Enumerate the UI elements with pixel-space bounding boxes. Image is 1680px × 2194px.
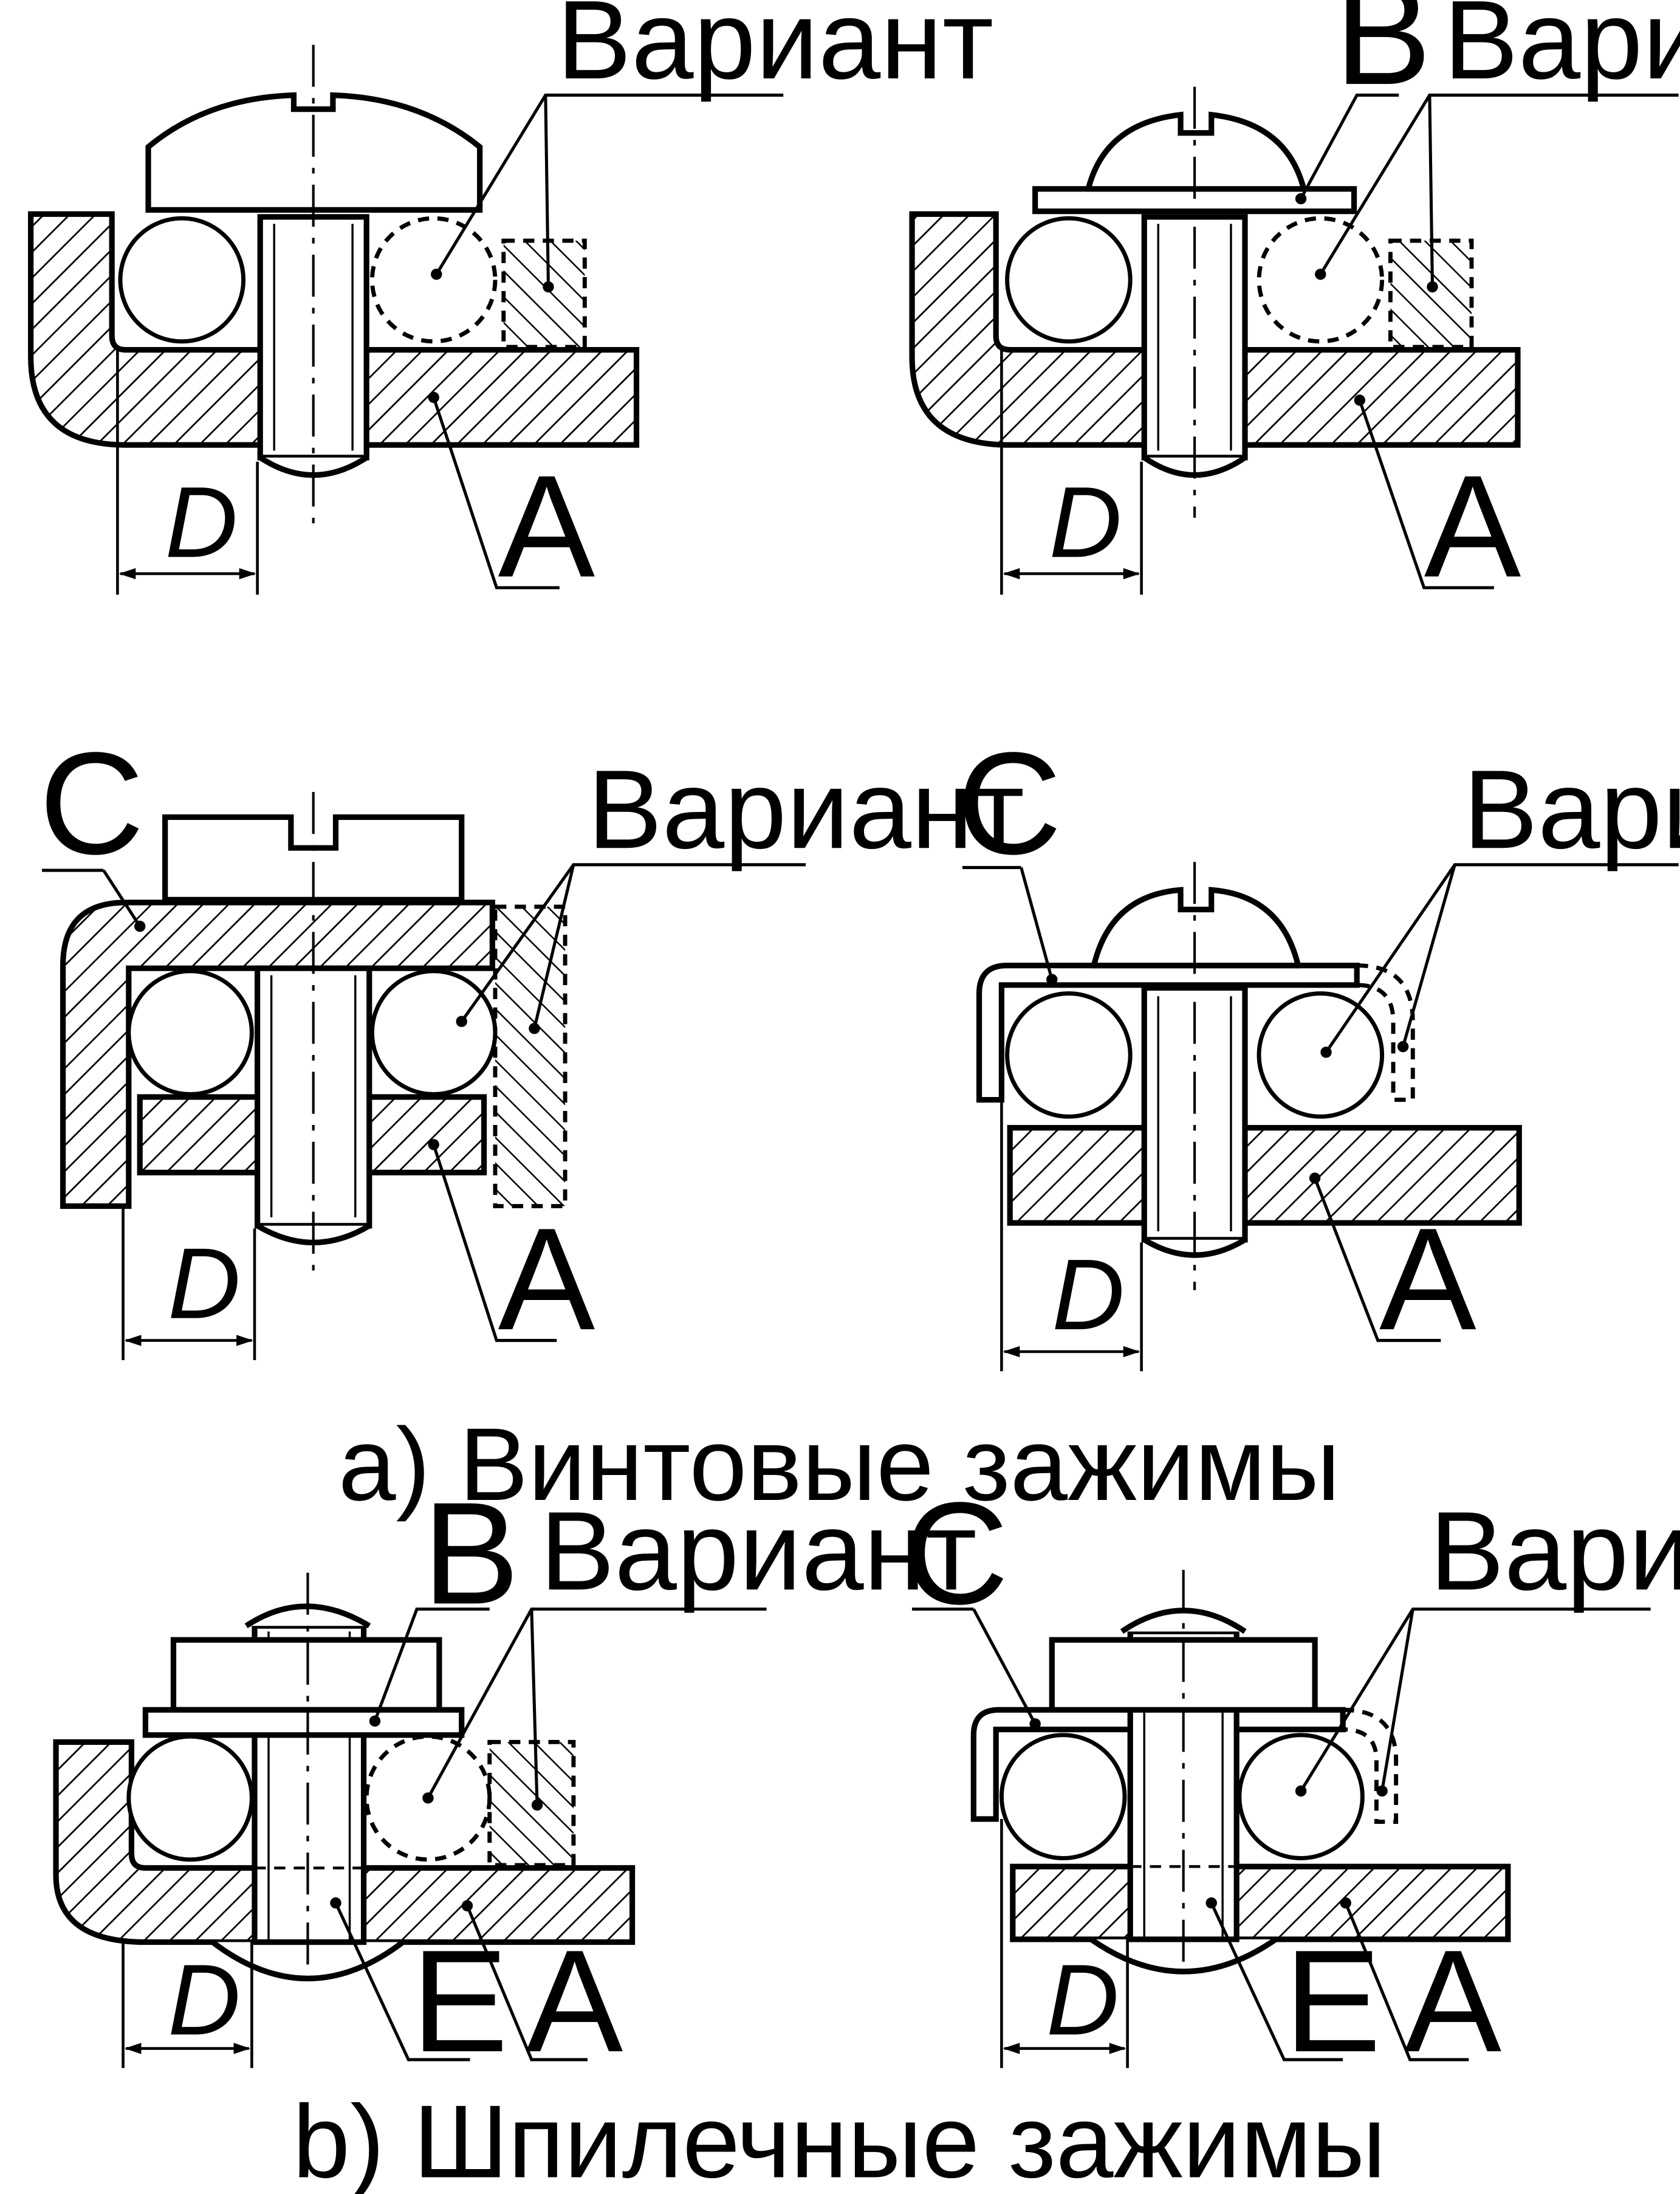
label-a-2: A [1424,445,1521,608]
panel-screw-3 [42,792,806,1360]
nut [170,1637,442,1713]
conductor-left [1005,216,1133,344]
clamp-c [60,899,495,1209]
label-d-2: D [1049,466,1122,579]
conductor-left [126,969,254,1096]
label-d-4: D [1052,1239,1125,1351]
variant-block [493,904,567,1209]
label-variant-2: Вариант [1444,0,1680,103]
conductor-right [1257,991,1385,1119]
label-b-5: B [422,1471,519,1634]
label-variant-6: Вариант [1430,1488,1680,1614]
label-d-5: D [168,1944,241,2057]
label-a-1: A [498,445,595,608]
base-part-a [909,211,1521,448]
conductor-left [126,1734,254,1862]
label-d-6: D [1046,1944,1119,2057]
conductor-left [1005,991,1133,1119]
conductor-right [369,969,498,1096]
variant-clamp-end [1357,963,1415,1102]
label-variant-1: Вариант [557,0,993,103]
screw-head [1085,111,1308,192]
washer-b [142,1707,465,1738]
label-a-6: A [1404,1919,1501,2082]
base-part-a [53,1739,636,1945]
caption-stud-terminals: b) Шпилечные зажимы [292,2084,1386,2194]
label-variant-4: Вариант [1463,747,1680,872]
screw-head [162,814,465,903]
label-a-5: A [526,1919,623,2082]
panel-screw-1 [28,44,784,595]
caption-screw-terminals: a) Винтовые зажимы [338,1407,1340,1522]
panel-screw-4 [962,862,1679,1372]
label-c-3: C [39,721,144,884]
screw-head [1090,887,1302,969]
label-e-5: E [411,1919,509,2082]
label-a-3: A [498,1197,595,1360]
base-part-a [28,211,640,448]
panel-stud-1 [53,1572,767,2068]
base-part-a [1007,1125,1522,1226]
variant-block [487,1739,576,1868]
label-variant-5: Вариант [540,1488,977,1614]
variant-clamp-end [1343,1707,1399,1824]
label-d-3: D [168,1228,241,1340]
clamp-c [970,1707,1346,1822]
panel-screw-2 [909,86,1679,595]
label-d-1: D [165,466,238,579]
conductor-left [999,1733,1127,1860]
label-c-4: C [957,721,1062,884]
clamp-c [976,962,1360,1103]
label-e-6: E [1284,1919,1381,2082]
label-b-2: B [1334,0,1431,115]
label-variant-3: Вариант [588,747,1024,872]
conductor-left [118,216,246,344]
panel-stud-2 [912,1570,1651,2068]
label-a-4: A [1379,1197,1476,1360]
variant-block [501,238,587,349]
label-c-6: C [903,1471,1009,1634]
conductor-right [369,216,498,344]
